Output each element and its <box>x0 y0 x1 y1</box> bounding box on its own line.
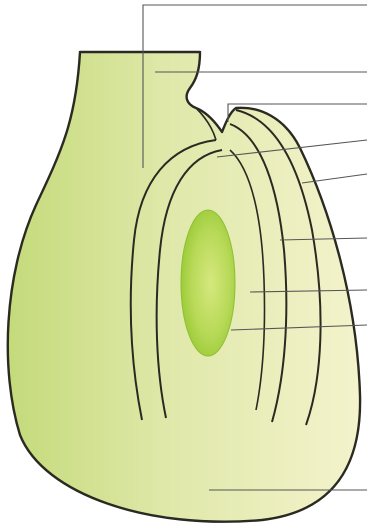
embryo-sac <box>181 210 235 356</box>
